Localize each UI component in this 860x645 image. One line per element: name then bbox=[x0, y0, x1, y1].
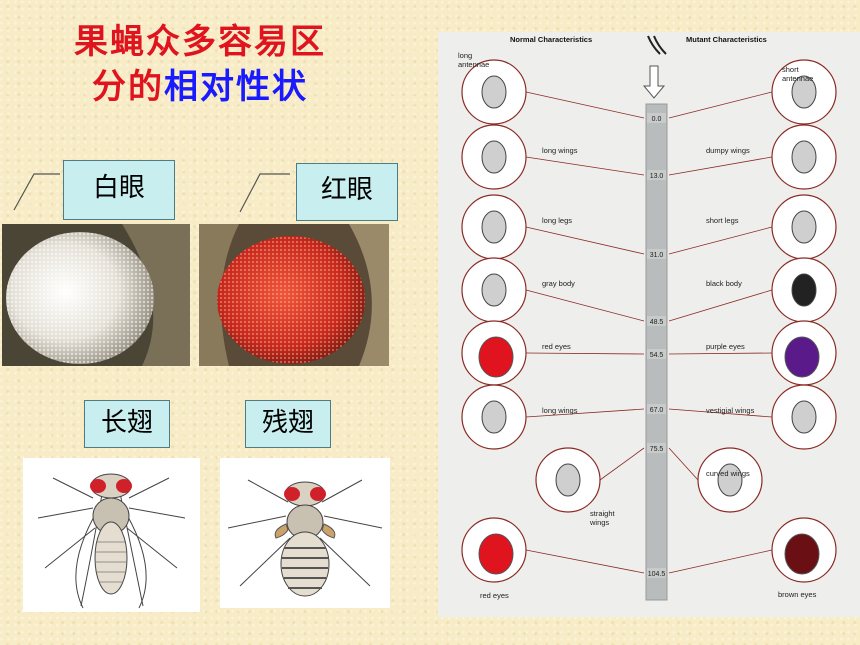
locus-position: 104.5 bbox=[648, 571, 666, 578]
locus-marker bbox=[647, 249, 666, 259]
chromosome-map-svg: Normal Characteristics Mutant Characteri… bbox=[458, 35, 837, 601]
normal-trait-icon bbox=[481, 400, 507, 434]
normal-trait-icon bbox=[481, 140, 507, 174]
normal-trait-label: red eyes bbox=[480, 591, 509, 600]
vestigial-wing-label: 残翅 bbox=[245, 400, 331, 448]
locus-position: 67.0 bbox=[650, 407, 664, 414]
normal-eye-icon bbox=[478, 533, 514, 575]
mutant-header: Mutant Characteristics bbox=[686, 35, 767, 44]
normal-connector bbox=[525, 408, 645, 418]
mutant-trait-icon bbox=[717, 463, 743, 497]
locus-position: 0.0 bbox=[652, 116, 662, 123]
long-wing-label: 长翅 bbox=[84, 400, 170, 448]
white-eye-label: 白眼 bbox=[63, 160, 175, 220]
long-wing-fly-drawing bbox=[37, 473, 186, 609]
locus-marker bbox=[647, 404, 666, 414]
mutant-trait-label: short bbox=[782, 65, 800, 74]
normal-trait-label-2: antennae bbox=[458, 60, 489, 69]
normal-connector bbox=[525, 289, 645, 322]
normal-trait-icon bbox=[481, 273, 507, 307]
mutant-trait-icon bbox=[791, 400, 817, 434]
mutant-eye-icon bbox=[784, 336, 820, 378]
normal-trait-icon bbox=[555, 463, 581, 497]
red-eye-label: 红眼 bbox=[296, 163, 398, 221]
label-pointer-lines bbox=[13, 173, 290, 213]
long-wing-fly-figure bbox=[23, 458, 200, 612]
normal-trait-label-2: wings bbox=[589, 518, 609, 527]
mutant-connector bbox=[668, 289, 773, 322]
locus-marker bbox=[647, 443, 666, 453]
normal-trait-icon bbox=[481, 210, 507, 244]
normal-connector bbox=[599, 447, 645, 481]
mutant-connector bbox=[668, 549, 773, 574]
mutant-connector bbox=[668, 156, 773, 176]
locus-marker bbox=[647, 170, 666, 180]
normal-trait-label: gray body bbox=[542, 279, 575, 288]
mutant-connector bbox=[668, 408, 773, 418]
mutant-trait-label: purple eyes bbox=[706, 342, 745, 351]
normal-trait-label: long wings bbox=[542, 406, 578, 415]
title-blue-part: 相对性状 bbox=[164, 67, 308, 107]
locus-marker bbox=[647, 349, 666, 359]
down-arrow-icon bbox=[642, 65, 666, 99]
mutant-trait-label: curved wings bbox=[706, 469, 750, 478]
normal-trait-label: long bbox=[458, 51, 472, 60]
normal-trait-label: long legs bbox=[542, 216, 572, 225]
mutant-trait-label-2: antennae bbox=[782, 74, 813, 83]
mutant-connector bbox=[668, 226, 773, 255]
locus-marker bbox=[647, 316, 666, 326]
locus-position: 48.5 bbox=[650, 319, 664, 326]
locus-position: 13.0 bbox=[650, 173, 664, 180]
slide-title-line1: 果蝇众多容易区 bbox=[74, 22, 326, 62]
mutant-connector bbox=[668, 447, 699, 481]
mutant-eye-icon bbox=[784, 533, 820, 575]
normal-trait-label: long wings bbox=[542, 146, 578, 155]
mutant-trait-icon bbox=[791, 75, 817, 109]
locus-position: 75.5 bbox=[650, 446, 664, 453]
mutant-trait-label: short legs bbox=[706, 216, 739, 225]
title-red-part: 分的 bbox=[92, 67, 164, 107]
locus-marker bbox=[647, 568, 666, 578]
normal-connector bbox=[525, 91, 645, 119]
mutant-trait-icon bbox=[791, 273, 817, 307]
mutant-connector bbox=[668, 91, 773, 119]
red-eye-photo bbox=[199, 224, 389, 366]
chromosome-glyph bbox=[647, 35, 667, 55]
vestigial-wing-fly-drawing bbox=[227, 479, 383, 597]
red-eye-image bbox=[199, 224, 389, 366]
vestigial-wing-fly-figure bbox=[220, 458, 390, 608]
locus-position: 31.0 bbox=[650, 252, 664, 259]
normal-eye-icon bbox=[478, 336, 514, 378]
normal-header: Normal Characteristics bbox=[510, 35, 592, 44]
locus-position: 54.5 bbox=[650, 352, 664, 359]
normal-trait-icon bbox=[481, 75, 507, 109]
chromosome-map: Normal Characteristics Mutant Characteri… bbox=[438, 32, 860, 617]
normal-trait-label: straight bbox=[590, 509, 616, 518]
mutant-connector bbox=[668, 352, 773, 355]
slide-title-line2: 分的相对性状 bbox=[60, 65, 340, 109]
mutant-trait-label: black body bbox=[706, 279, 742, 288]
normal-connector bbox=[525, 549, 645, 574]
locus-marker bbox=[647, 113, 666, 123]
normal-connector bbox=[525, 156, 645, 176]
normal-connector bbox=[525, 226, 645, 255]
white-eye-photo bbox=[2, 224, 190, 366]
mutant-trait-label: vestigial wings bbox=[706, 406, 755, 415]
mutant-trait-icon bbox=[791, 210, 817, 244]
mutant-trait-icon bbox=[791, 140, 817, 174]
normal-trait-label: red eyes bbox=[542, 342, 571, 351]
mutant-trait-label: brown eyes bbox=[778, 590, 817, 599]
white-eye-image bbox=[2, 224, 190, 366]
mutant-trait-label: dumpy wings bbox=[706, 146, 750, 155]
normal-connector bbox=[525, 352, 645, 355]
